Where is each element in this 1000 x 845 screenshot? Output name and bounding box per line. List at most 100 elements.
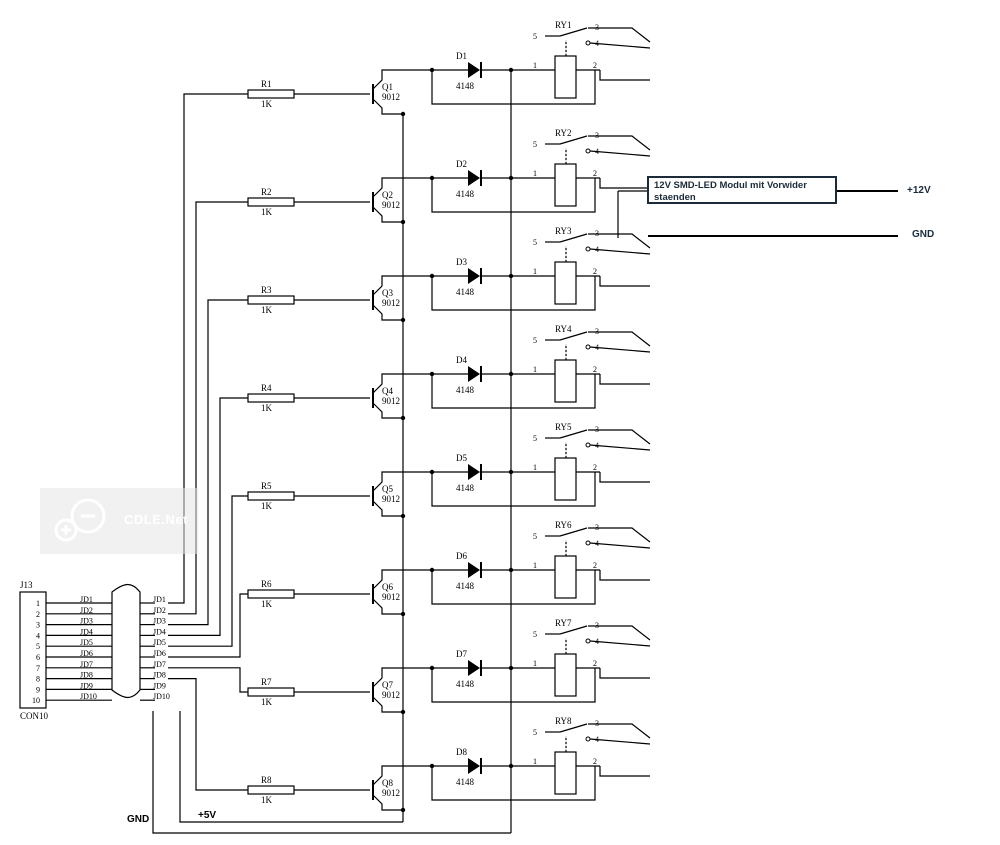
relay-out-wire-b bbox=[589, 542, 651, 549]
relay-out-wire-coil bbox=[599, 668, 650, 679]
resistor-value: 1K bbox=[261, 99, 273, 109]
diode-symbol bbox=[468, 62, 480, 78]
transistor-ref: Q1 bbox=[382, 82, 393, 92]
bus-net-label: JD3 bbox=[153, 617, 166, 626]
diode-ref: D4 bbox=[456, 355, 467, 365]
junction-dot bbox=[429, 371, 435, 377]
connector-net-label: JD4 bbox=[80, 627, 93, 636]
relay-pin-5: 5 bbox=[533, 238, 537, 247]
connector-net-label: JD8 bbox=[80, 671, 93, 680]
relay-coil bbox=[554, 261, 577, 305]
transistor-value: 9012 bbox=[382, 396, 400, 406]
bus-net-label: JD9 bbox=[153, 681, 166, 690]
bus-net-label: JD10 bbox=[153, 692, 170, 701]
resistor-value: 1K bbox=[261, 697, 273, 707]
relay-out-wire-a bbox=[588, 135, 651, 151]
diode-ref: D6 bbox=[456, 551, 467, 561]
connector-pin-number: 8 bbox=[36, 675, 40, 684]
bus-net-label: JD7 bbox=[153, 660, 166, 669]
bus-net-label: JD2 bbox=[153, 606, 166, 615]
junction-dot bbox=[429, 67, 435, 73]
junction-dot bbox=[400, 317, 406, 323]
junction-dot bbox=[400, 807, 406, 813]
diode-symbol bbox=[468, 464, 480, 480]
diode-ref: D1 bbox=[456, 51, 467, 61]
wire-gnd-return bbox=[152, 711, 511, 834]
input-wire bbox=[168, 495, 248, 647]
relay-coil bbox=[554, 653, 577, 697]
resistor-ref: R4 bbox=[261, 383, 272, 393]
resistor-body bbox=[247, 687, 295, 697]
relay-out-wire-coil bbox=[599, 374, 650, 385]
diode-value: 4148 bbox=[456, 679, 475, 689]
transistor-emitter bbox=[372, 471, 432, 492]
diode-value: 4148 bbox=[456, 777, 475, 787]
connector-net-label: JD6 bbox=[80, 649, 93, 658]
relay-coil-pin-2: 2 bbox=[593, 757, 597, 766]
relay-out-wire-a bbox=[588, 429, 651, 445]
relay-contact-b bbox=[585, 442, 591, 448]
relay-pin-5: 5 bbox=[533, 32, 537, 41]
transistor-ref: Q4 bbox=[382, 386, 393, 396]
plus12-label: +12V bbox=[907, 185, 931, 196]
junction-dot bbox=[400, 709, 406, 715]
diode-symbol bbox=[468, 562, 480, 578]
relay-coil-pin-2: 2 bbox=[593, 365, 597, 374]
resistor-value: 1K bbox=[261, 501, 273, 511]
resistor-body bbox=[247, 491, 295, 501]
relay-coil bbox=[554, 55, 577, 99]
junction-dot bbox=[508, 469, 514, 475]
relay-coil-pin-2: 2 bbox=[593, 463, 597, 472]
resistor-body bbox=[247, 785, 295, 795]
transistor-emitter bbox=[372, 569, 432, 590]
transistor-collector bbox=[372, 696, 403, 713]
wire-vcc-return bbox=[179, 711, 403, 823]
relay-ref: RY5 bbox=[555, 422, 572, 432]
relay-out-wire-a bbox=[588, 331, 651, 347]
relay-pin-5: 5 bbox=[533, 630, 537, 639]
resistor-ref: R2 bbox=[261, 187, 272, 197]
bus-net-label: JD1 bbox=[153, 595, 166, 604]
transistor-ref: Q2 bbox=[382, 190, 393, 200]
connector-pin-number: 3 bbox=[36, 621, 40, 630]
relay-contact-arm bbox=[559, 625, 588, 635]
input-wire bbox=[168, 201, 248, 615]
relay-out-wire-b bbox=[589, 444, 651, 451]
bus-net-label: JD4 bbox=[153, 627, 166, 636]
relay-out-wire-a bbox=[588, 527, 651, 543]
junction-dot bbox=[429, 665, 435, 671]
junction-dot bbox=[400, 415, 406, 421]
transistor-value: 9012 bbox=[382, 92, 400, 102]
transistor-emitter bbox=[372, 373, 432, 394]
relay-ref: RY2 bbox=[555, 128, 572, 138]
junction-dot bbox=[400, 111, 406, 117]
input-wire bbox=[168, 667, 248, 693]
junction-dot bbox=[508, 665, 514, 671]
connector-body bbox=[19, 591, 47, 709]
resistor-body bbox=[247, 197, 295, 207]
relay-out-wire-b bbox=[589, 640, 651, 647]
coil-loop-wire bbox=[431, 668, 596, 703]
connector-pin-number: 7 bbox=[36, 664, 40, 673]
transistor-ref: Q6 bbox=[382, 582, 393, 592]
relay-coil bbox=[554, 163, 577, 207]
relay-coil-pin-1: 1 bbox=[533, 561, 537, 570]
relay-coil-pin-2: 2 bbox=[593, 561, 597, 570]
junction-dot bbox=[508, 273, 514, 279]
relay-out-wire-coil bbox=[599, 276, 650, 287]
coil-loop-wire bbox=[431, 70, 596, 105]
input-wire bbox=[168, 593, 248, 658]
coil-loop-wire bbox=[431, 178, 596, 213]
relay-contact-b bbox=[585, 344, 591, 350]
transistor-value: 9012 bbox=[382, 494, 400, 504]
relay-contact-arm bbox=[559, 527, 588, 537]
transistor-value: 9012 bbox=[382, 298, 400, 308]
relay-coil-pin-1: 1 bbox=[533, 757, 537, 766]
diode-value: 4148 bbox=[456, 483, 475, 493]
